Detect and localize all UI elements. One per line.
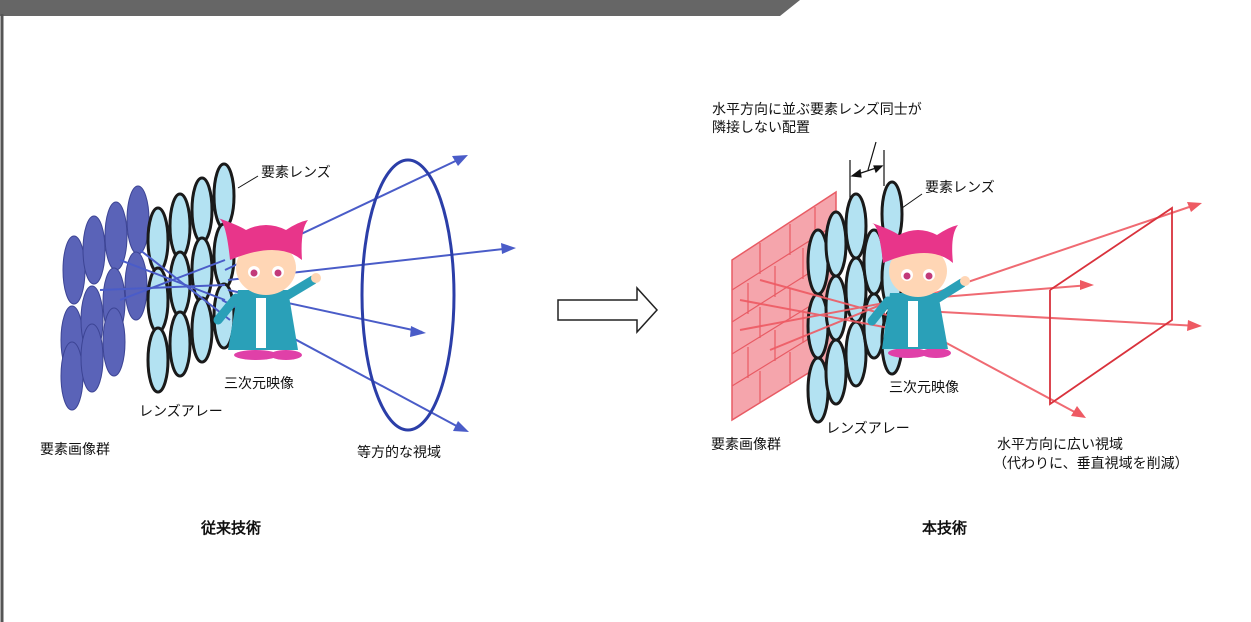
right-arrangement-label-line2: 隣接しない配置: [712, 120, 810, 136]
right-lens-array-label: レンズアレー: [826, 421, 910, 437]
right-3d-image-label: 三次元映像: [889, 380, 959, 396]
right-element-lens-label: 要素レンズ: [925, 180, 995, 196]
conventional-ray-arrowheads: [410, 155, 516, 432]
conventional-element-image-group: [60, 185, 150, 411]
right-viewing-zone-label-line2: （代わりに、垂直視域を削減）: [993, 456, 1189, 472]
leader-line: [237, 175, 259, 189]
left-3d-image-label: 三次元映像: [224, 376, 294, 392]
right-viewing-zone-label-line1: 水平方向に広い視域: [997, 437, 1123, 453]
left-caption: 従来技術: [201, 519, 262, 537]
lens-spacing-dimension: [849, 141, 885, 200]
horizontal-viewing-zone: [1049, 206, 1173, 406]
header-bar: [0, 0, 800, 16]
leader-line: [901, 193, 923, 209]
right-element-image-group-label: 要素画像群: [711, 437, 781, 453]
right-arrow-icon: [557, 286, 659, 334]
proposed-ray-arrowheads: [1071, 202, 1202, 418]
left-viewing-zone-label: 等方的な視域: [357, 445, 441, 461]
character-mascot: [867, 223, 970, 358]
conventional-lens-array: [146, 162, 236, 394]
left-element-image-group-label: 要素画像群: [40, 442, 110, 458]
left-lens-array-label: レンズアレー: [139, 404, 223, 420]
character-mascot: [213, 218, 321, 360]
left-element-lens-label: 要素レンズ: [261, 165, 331, 181]
isotropic-viewing-zone: [360, 158, 456, 432]
right-caption: 本技術: [922, 519, 968, 537]
right-arrangement-label-line1: 水平方向に並ぶ要素レンズ同士が: [712, 102, 922, 118]
